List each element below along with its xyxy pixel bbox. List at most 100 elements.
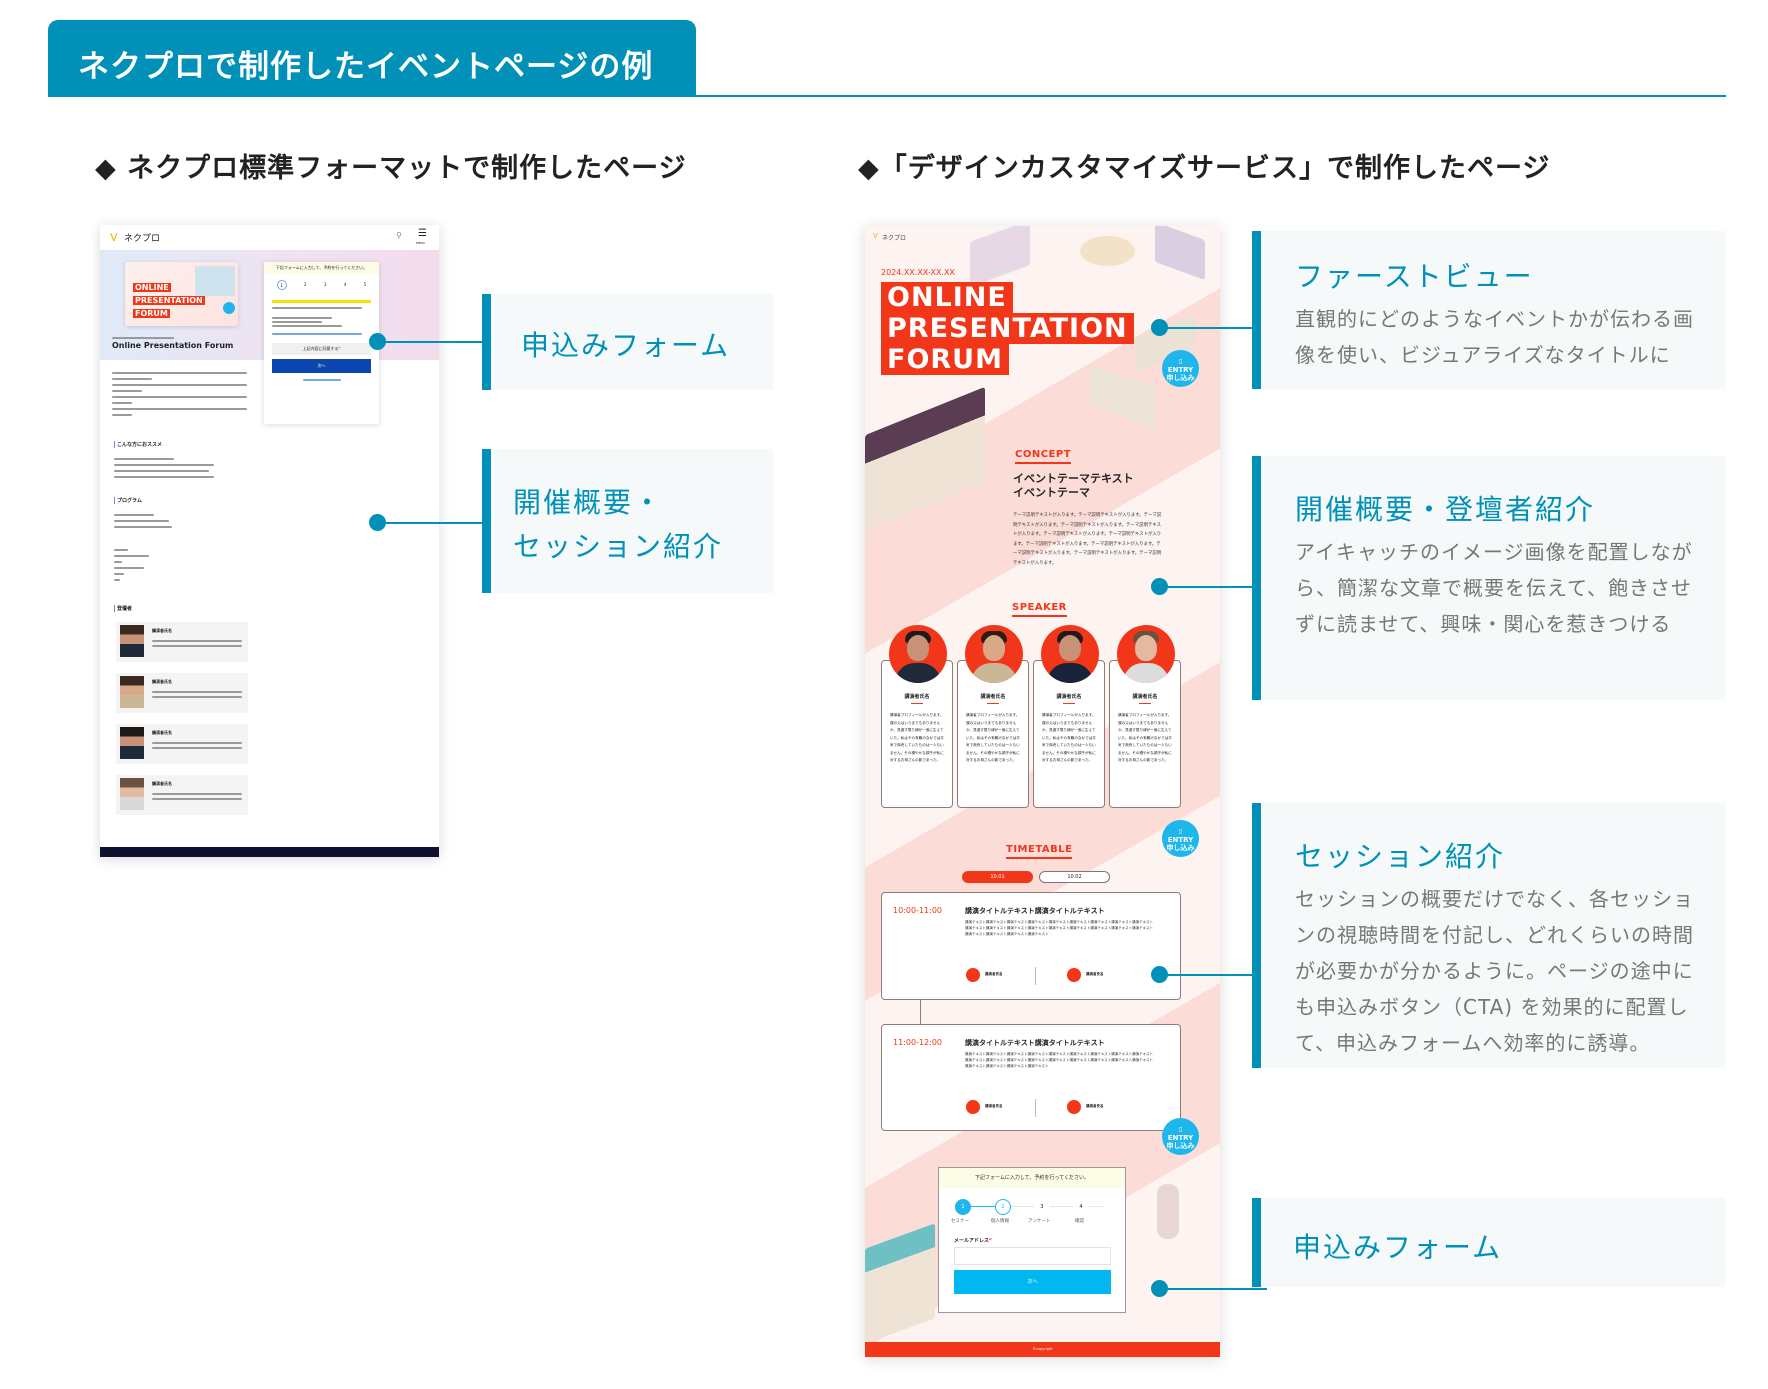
callout-title: セッション紹介 xyxy=(1295,840,1506,873)
step: 3 xyxy=(323,282,327,287)
speaker-row: 講演者氏名 xyxy=(116,622,248,662)
search-icon[interactable]: ⚲ xyxy=(396,231,402,240)
session-speaker: 講演者氏名 xyxy=(1086,972,1104,976)
recommend-list xyxy=(114,454,214,482)
connector-line xyxy=(380,341,482,343)
speaker-photo xyxy=(1041,625,1099,683)
callout-first-view: ファーストビュー 直観的にどのようなイベントかが伝わる画像を使い、ビジュアライズ… xyxy=(1252,231,1725,389)
concept-body: テーマ説明テキストが入ります。テーマ説明テキストが入ります。テーマ説明テキストが… xyxy=(1013,513,1162,566)
agree-checkbox[interactable]: 上記内容に同意する* xyxy=(272,343,371,355)
site-footer xyxy=(100,847,439,857)
connector-dot xyxy=(1151,966,1168,983)
event-title: Online Presentation Forum xyxy=(112,341,234,350)
callout-title: 申込みフォーム xyxy=(1293,1231,1503,1264)
booth-illustration xyxy=(865,386,985,531)
next-button[interactable]: 次へ xyxy=(272,359,371,373)
connector-dot xyxy=(369,333,386,350)
step: 1 xyxy=(276,280,287,290)
callout-title: ファーストビュー xyxy=(1295,260,1534,293)
event-date xyxy=(112,337,174,339)
thumb-title: ONLINE PRESENTATION FORUM xyxy=(133,283,205,318)
form-instruction: 下記フォームに入力して、予約を行ってください。 xyxy=(939,1168,1125,1188)
callout-body: セッションの概要だけでなく、各セッションの視聴時間を付記し、どれくらいの時間が必… xyxy=(1295,887,1694,1055)
booth-illustration xyxy=(865,1223,935,1344)
callout-form-left: 申込みフォーム xyxy=(482,294,773,390)
title-underline xyxy=(696,95,1726,97)
step-label: 確認 xyxy=(1075,1219,1084,1224)
site-header: V ネクプロ ⚲ ☰ MENU xyxy=(100,225,439,250)
connector-line xyxy=(1162,327,1267,329)
speaker-row: 講演者氏名 xyxy=(116,724,248,764)
session-title: 講演タイトルテキスト講演タイトルテキスト xyxy=(965,1039,1105,1047)
callout-title: 開催概要・セッション紹介 xyxy=(513,486,724,563)
event-date: 2024.XX.XX-XX.XX xyxy=(881,268,955,277)
tab-day-2[interactable]: 10.02 xyxy=(1039,871,1110,883)
logo-icon: V xyxy=(110,231,118,244)
door-icon: ▯ xyxy=(1178,1126,1183,1133)
thumb-illustration xyxy=(195,266,235,296)
concept-label: CONCEPT xyxy=(1015,449,1072,464)
thumb-cta xyxy=(223,302,235,314)
step-3: 3 xyxy=(1034,1199,1050,1215)
connector-dot xyxy=(1151,578,1168,595)
login-link[interactable] xyxy=(302,379,341,381)
speaker-card: 講演者氏名講演者プロフィールが入ります。僕の父はいうまでもありませんか、見渡す限… xyxy=(881,625,953,808)
session-speaker: 講演者氏名 xyxy=(985,1104,1003,1108)
page-title-tab: ネクプロで制作したイベントページの例 xyxy=(48,20,696,97)
session-title: 講演タイトルテキスト講演タイトルテキスト xyxy=(965,907,1105,915)
connector-dot xyxy=(1151,1280,1168,1297)
email-input[interactable] xyxy=(954,1247,1111,1265)
session-time: 11:00-12:00 xyxy=(893,1038,942,1047)
booth-illustration xyxy=(970,226,1030,287)
connector-line xyxy=(1162,1288,1267,1290)
hero-thumbnail: ONLINE PRESENTATION FORUM xyxy=(125,262,238,326)
step: 2 xyxy=(304,282,307,287)
logo-icon: V xyxy=(873,232,878,240)
logo-text: ネクプロ xyxy=(882,235,907,242)
session-speaker: 講演者氏名 xyxy=(1086,1104,1104,1108)
door-icon: ▯ xyxy=(1178,358,1183,365)
speaker-avatar xyxy=(966,1100,980,1114)
callout-title: 申込みフォーム xyxy=(521,329,731,362)
custom-design-heading: ◆「デザインカスタマイズサービス」で制作したページ xyxy=(858,153,1551,184)
timeline-connector xyxy=(920,1000,921,1024)
page-title: ネクプロで制作したイベントページの例 xyxy=(78,49,654,85)
menu-label: MENU xyxy=(416,241,425,245)
speaker-row: 講演者氏名 xyxy=(116,673,248,713)
standard-format-heading: ◆ ネクプロ標準フォーマットで制作したページ xyxy=(95,153,687,184)
site-footer: ©copyright xyxy=(865,1342,1220,1357)
section-speakers: 登壇者 xyxy=(114,605,132,612)
step: 5 xyxy=(363,282,367,287)
speaker-photo xyxy=(1117,625,1175,683)
section-program: プログラム xyxy=(114,497,142,504)
program-list xyxy=(114,510,172,532)
title-line: ONLINE xyxy=(881,282,1013,313)
connector-line xyxy=(1162,586,1267,588)
form-instruction: 下記フォームに入力して、予約を行ってください。 xyxy=(264,262,379,274)
callout-body: アイキャッチのイメージ画像を配置しながら、簡潔な文章で概要を伝えて、飽きさせずに… xyxy=(1295,540,1693,636)
speaker-card: 講演者氏名講演者プロフィールが入ります。僕の父はいうまでもありませんか、見渡す限… xyxy=(1109,625,1181,808)
speaker-card: 講演者氏名講演者プロフィールが入ります。僕の父はいうまでもありませんか、見渡す限… xyxy=(957,625,1029,808)
booth-illustration xyxy=(1155,226,1205,281)
step-4: 4 xyxy=(1073,1199,1089,1215)
tab-day-1[interactable]: 10.01 xyxy=(962,871,1033,883)
car-booth-illustration xyxy=(1080,236,1135,266)
speaker-photo xyxy=(965,625,1023,683)
speaker-card: 講演者氏名講演者プロフィールが入ります。僕の父はいうまでもありませんか、見渡す限… xyxy=(1033,625,1105,808)
concept-heading: イベントテーマテキストイベントテーマ xyxy=(1013,472,1134,499)
event-meta xyxy=(114,545,149,585)
speaker-label: SPEAKER xyxy=(1012,602,1067,617)
section-recommend: こんな方におススメ xyxy=(114,441,162,448)
step: 4 xyxy=(343,282,347,287)
form-steps: 1 2 3 4 5 xyxy=(264,274,379,290)
step-2: 2 xyxy=(995,1199,1011,1215)
menu-icon[interactable]: ☰ xyxy=(418,228,427,239)
session-card: 11:00-12:00 講演タイトルテキスト講演タイトルテキスト 講演テキスト講… xyxy=(881,1024,1181,1131)
next-button[interactable]: 次へ xyxy=(954,1270,1111,1294)
session-body: 講演テキスト講演テキスト講演テキスト講演テキスト講演テキスト講演テキスト講演テキ… xyxy=(965,1052,1154,1068)
step-label: アンケート xyxy=(1028,1219,1051,1224)
callout-overview-speakers: 開催概要・登壇者紹介 アイキャッチのイメージ画像を配置しながら、簡潔な文章で概要… xyxy=(1252,456,1725,700)
